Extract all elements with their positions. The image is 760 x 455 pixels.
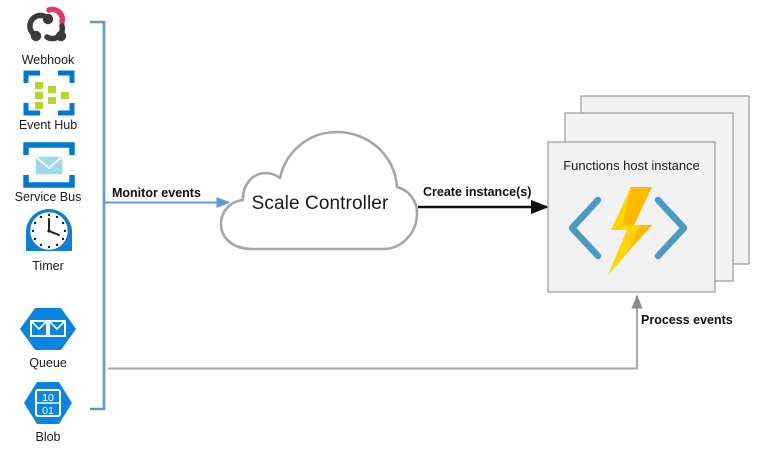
trigger-label-blob: Blob	[35, 430, 61, 444]
trigger-label-queue: Queue	[29, 356, 67, 370]
edge-label-process-events: Process events	[641, 313, 733, 327]
edge-label-monitor-events: Monitor events	[112, 186, 201, 200]
trigger-item-timer[interactable]: Timer	[0, 209, 96, 273]
webhook-icon	[27, 6, 67, 42]
queue-icon	[20, 308, 76, 350]
trigger-label-webhook: Webhook	[21, 53, 75, 67]
trigger-bracket	[90, 20, 106, 411]
service-bus-icon-slot	[0, 143, 96, 189]
webhook-icon-slot	[0, 6, 96, 52]
azure-functions-logo	[568, 187, 688, 275]
blob-icon-slot	[0, 381, 96, 427]
trigger-label-service-bus: Service Bus	[14, 190, 82, 204]
event-hub-icon	[23, 70, 75, 116]
scale-controller-node[interactable]: Scale Controller	[218, 116, 422, 256]
trigger-item-queue[interactable]: Queue	[0, 306, 96, 370]
trigger-item-service-bus[interactable]: Service Bus	[0, 143, 96, 204]
scale-controller-cloud	[219, 130, 419, 251]
trigger-item-blob[interactable]: Blob	[0, 381, 96, 444]
functions-host-label: Functions host instance	[563, 158, 700, 173]
scale-controller-label: Scale Controller	[251, 193, 389, 214]
blob-icon: 10 01	[24, 382, 72, 424]
event-hub-icon-slot	[0, 71, 96, 117]
timer-icon-slot	[0, 209, 96, 255]
trigger-item-event-hub[interactable]: Event Hub	[0, 71, 96, 132]
svg-text:01: 01	[42, 405, 54, 417]
edge-process-events	[108, 294, 643, 370]
trigger-item-webhook[interactable]: Webhook	[0, 6, 96, 67]
edge-label-create-instances: Create instance(s)	[423, 185, 532, 199]
timer-icon	[26, 209, 72, 252]
trigger-label-timer: Timer	[32, 259, 64, 273]
trigger-label-event-hub: Event Hub	[18, 118, 78, 132]
queue-icon-slot	[0, 306, 96, 352]
svg-text:10: 10	[42, 392, 54, 404]
service-bus-icon	[23, 142, 75, 188]
